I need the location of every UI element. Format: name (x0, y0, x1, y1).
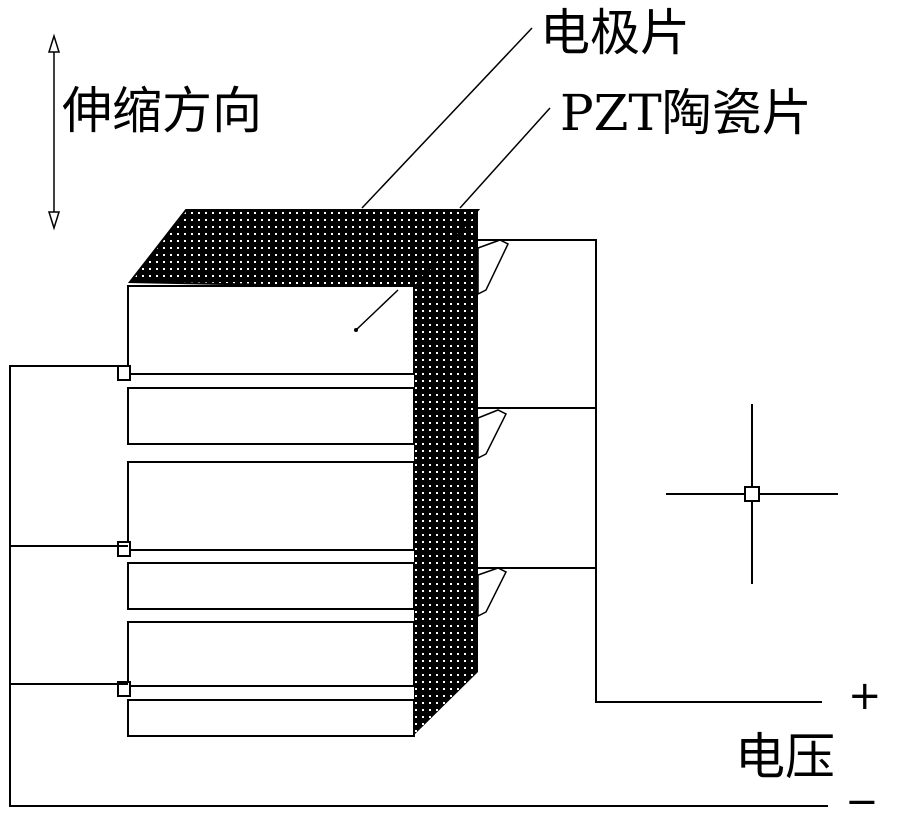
direction-label: 伸缩方向 (62, 82, 262, 140)
plus-terminal-label: + (848, 673, 882, 719)
minus-terminal-label: − (845, 779, 879, 825)
direction-arrow-icon (47, 33, 61, 231)
electrode-tabs-right (477, 239, 509, 618)
electrode-strip (127, 209, 481, 735)
electrode-label: 电极片 (540, 4, 690, 62)
pzt-label: PZT陶瓷片 (560, 84, 812, 142)
crosshair-icon (666, 404, 838, 584)
voltage-label: 电压 (735, 728, 835, 786)
pzt-plate-stack (127, 285, 415, 737)
leader-dot (354, 328, 358, 332)
wiring (9, 239, 828, 807)
leader-lines (355, 27, 551, 331)
